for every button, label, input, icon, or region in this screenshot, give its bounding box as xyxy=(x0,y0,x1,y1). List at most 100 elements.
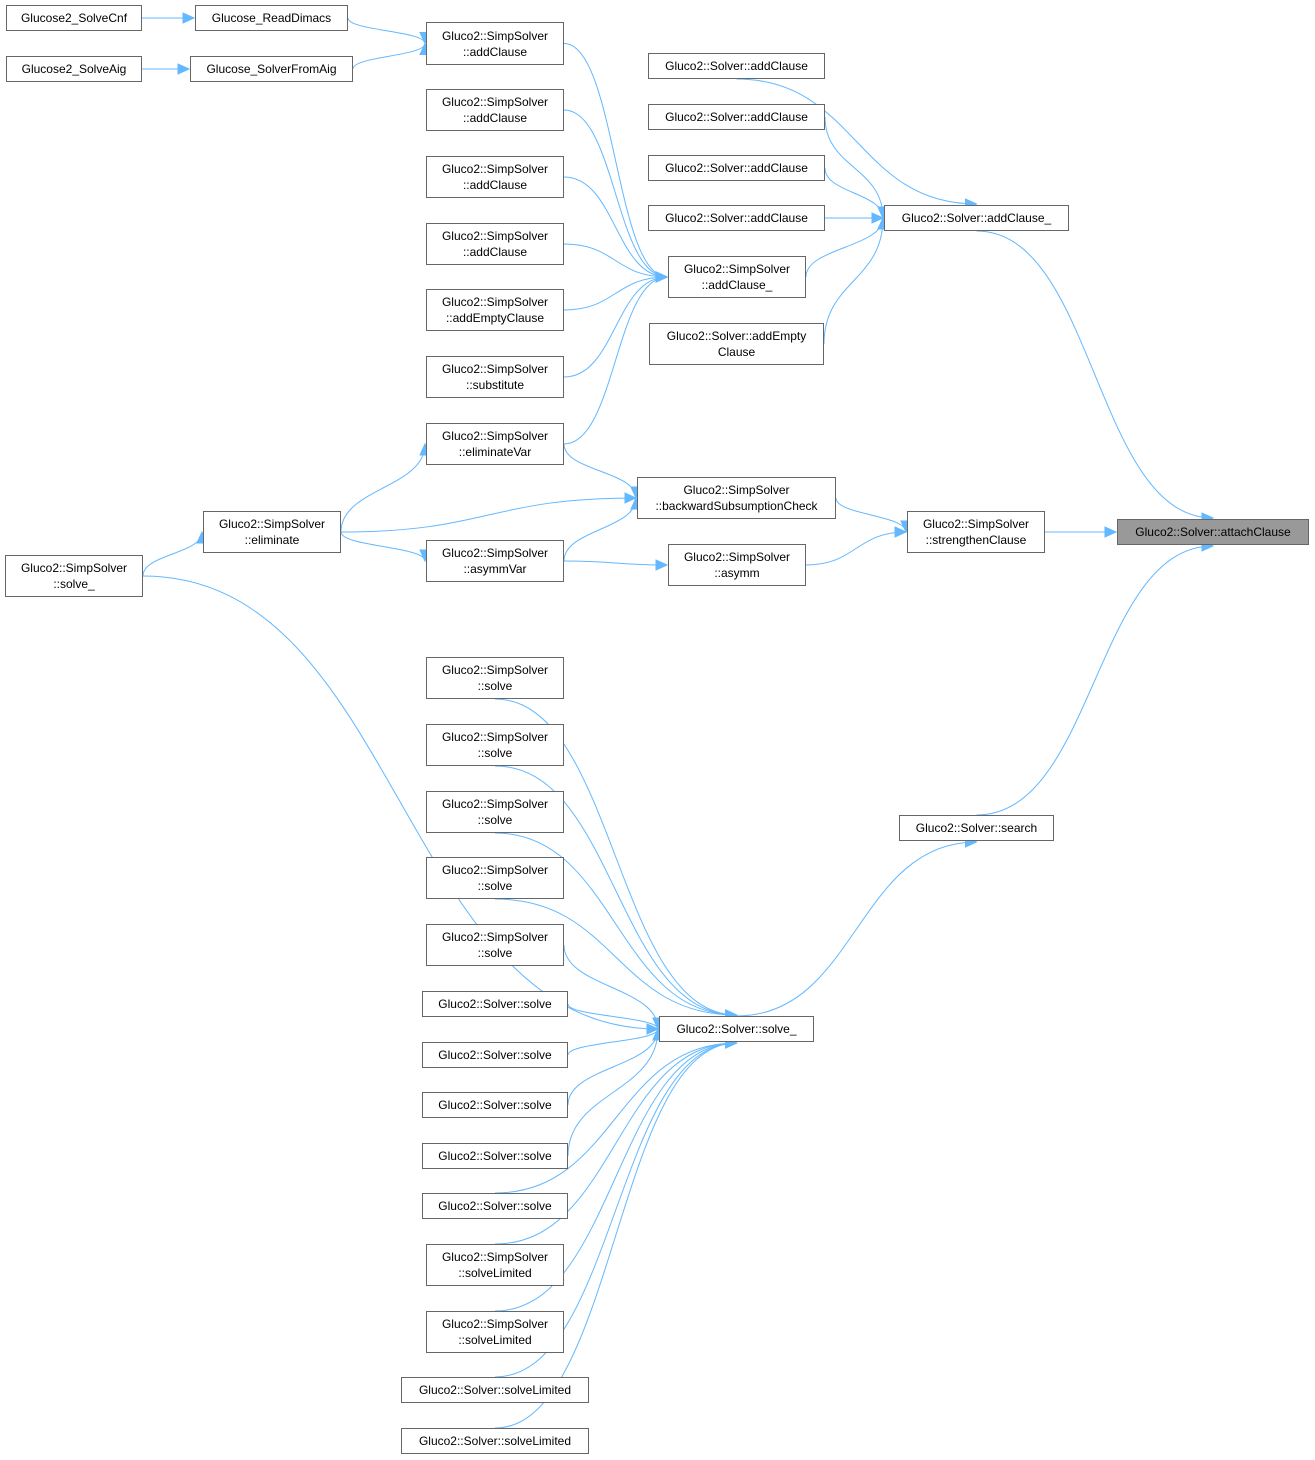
graph-node-gluco2-solver-solve[interactable]: Gluco2::Solver::solve xyxy=(422,1193,568,1219)
node-label: Gluco2::SimpSolver xyxy=(441,362,549,376)
graph-node-gluco2-simpsolver-solvelimited[interactable]: Gluco2::SimpSolver::solveLimited xyxy=(426,1244,564,1286)
node-label: Gluco2::SimpSolver xyxy=(441,429,549,443)
node-label: Gluco2::SimpSolver xyxy=(218,517,326,531)
node-label: Gluco2::Solver::solve xyxy=(438,1048,552,1062)
arrowhead-icon xyxy=(655,559,669,571)
graph-node-gluco2-simpsolver-solve[interactable]: Gluco2::SimpSolver::solve xyxy=(426,924,564,966)
graph-node-gluco2-solver-addclause[interactable]: Gluco2::Solver::addClause xyxy=(648,104,825,130)
graph-node-gluco2-simpsolver-addclause[interactable]: Gluco2::SimpSolver::addClause xyxy=(426,156,564,198)
node-label: Gluco2::Solver::addClause_ xyxy=(901,211,1052,225)
edge-n32-n26 xyxy=(567,1003,659,1030)
node-label: ::asymmVar xyxy=(463,562,527,576)
graph-node-gluco2-simpsolver-addemptyclause[interactable]: Gluco2::SimpSolver::addEmptyClause xyxy=(426,289,564,331)
graph-node-gluco2-simpsolver-solve[interactable]: Gluco2::SimpSolver::solve xyxy=(426,857,564,899)
node-label: Gluco2::Solver::solve xyxy=(438,997,552,1011)
graph-node-gluco2-solver-solve[interactable]: Gluco2::Solver::solve xyxy=(422,1092,568,1118)
node-label: ::solveLimited xyxy=(458,1333,532,1347)
graph-node-gluco2-solver-solve[interactable]: Gluco2::Solver::solve_ xyxy=(659,1016,814,1042)
graph-node-glucose2-solveaig[interactable]: Glucose2_SolveAig xyxy=(6,56,142,82)
edge-n19-n22 xyxy=(824,167,884,219)
node-label: Glucose2_SolveAig xyxy=(21,62,127,76)
arrowhead-icon xyxy=(624,492,638,504)
arrowhead-icon xyxy=(646,1023,660,1035)
graph-node-gluco2-simpsolver-solve[interactable]: Gluco2::SimpSolver::solve xyxy=(426,724,564,766)
graph-node-gluco2-simpsolver-addclause[interactable]: Gluco2::SimpSolver::addClause_ xyxy=(668,256,806,298)
graph-node-gluco2-simpsolver-solvelimited[interactable]: Gluco2::SimpSolver::solveLimited xyxy=(426,1311,564,1353)
graph-node-gluco2-simpsolver-eliminate[interactable]: Gluco2::SimpSolver::eliminate xyxy=(203,511,341,553)
edge-n33-n26 xyxy=(567,1028,659,1056)
node-label: Gluco2::SimpSolver xyxy=(441,1317,549,1331)
node-label: Gluco2::SimpSolver xyxy=(441,863,549,877)
edge-n3-n4 xyxy=(352,43,426,70)
node-label: ::addClause xyxy=(462,178,528,192)
graph-node-gluco2-simpsolver-addclause[interactable]: Gluco2::SimpSolver::addClause xyxy=(426,22,564,65)
graph-node-gluco2-simpsolver-eliminatevar[interactable]: Gluco2::SimpSolver::eliminateVar xyxy=(426,423,564,465)
node-label: Glucose_ReadDimacs xyxy=(211,11,332,25)
edge-n10-n16 xyxy=(563,276,668,445)
edge-n26-n25 xyxy=(736,841,977,1017)
edge-n12-n11 xyxy=(142,531,203,577)
node-label: Glucose2_SolveCnf xyxy=(20,11,128,25)
edge-n11-n13 xyxy=(340,531,426,562)
edge-n39-n26 xyxy=(494,1042,737,1378)
graph-node-gluco2-solver-solvelimited[interactable]: Gluco2::Solver::solveLimited xyxy=(401,1428,589,1454)
graph-node-gluco2-simpsolver-strengthenclause[interactable]: Gluco2::SimpSolver::strengthenClause xyxy=(907,511,1045,553)
graph-node-gluco2-solver-addclause[interactable]: Gluco2::Solver::addClause xyxy=(648,53,825,79)
node-label: Gluco2::Solver::attachClause xyxy=(1135,525,1291,539)
node-label: ::addClause xyxy=(462,111,528,125)
graph-node-gluco2-solver-solve[interactable]: Gluco2::Solver::solve xyxy=(422,1143,568,1169)
graph-node-gluco2-simpsolver-solve[interactable]: Gluco2::SimpSolver::solve xyxy=(426,657,564,699)
node-label: Gluco2::SimpSolver xyxy=(20,561,128,575)
graph-node-gluco2-solver-addclause[interactable]: Gluco2::Solver::addClause xyxy=(648,155,825,181)
node-label: Gluco2::SimpSolver xyxy=(441,28,549,43)
graph-node-glucose2-solvecnf[interactable]: Glucose2_SolveCnf xyxy=(6,5,142,31)
node-label: Gluco2::SimpSolver xyxy=(922,517,1030,531)
graph-node-gluco2-simpsolver-solve[interactable]: Gluco2::SimpSolver::solve xyxy=(426,791,564,833)
graph-node-gluco2-simpsolver-backwardsubsumptioncheck[interactable]: Gluco2::SimpSolver::backwardSubsumptionC… xyxy=(637,477,836,519)
edge-n35-n26 xyxy=(567,1028,659,1157)
graph-node-glucose-readdimacs[interactable]: Glucose_ReadDimacs xyxy=(195,5,348,31)
edge-n10-n14 xyxy=(563,443,637,499)
node-label: ::eliminateVar xyxy=(458,445,532,459)
node-label: ::addClause xyxy=(462,44,528,59)
graph-node-gluco2-simpsolver-addclause[interactable]: Gluco2::SimpSolver::addClause xyxy=(426,89,564,131)
graph-node-glucose-solverfromaig[interactable]: Glucose_SolverFromAig xyxy=(190,56,353,82)
graph-node-gluco2-solver-solvelimited[interactable]: Gluco2::Solver::solveLimited xyxy=(401,1377,589,1403)
node-label: ::strengthenClause xyxy=(925,533,1027,547)
graph-node-gluco2-solver-addclause[interactable]: Gluco2::Solver::addClause xyxy=(648,205,825,231)
graph-node-gluco2-simpsolver-asymmvar[interactable]: Gluco2::SimpSolver::asymmVar xyxy=(426,540,564,582)
node-label: ::addClause_ xyxy=(701,278,773,292)
edge-n11-n14 xyxy=(340,497,637,533)
node-label: Gluco2::Solver::addClause xyxy=(665,110,808,124)
graph-node-gluco2-simpsolver-asymm[interactable]: Gluco2::SimpSolver::asymm xyxy=(668,544,806,586)
edge-n4-n16 xyxy=(563,43,668,278)
graph-node-gluco2-simpsolver-solve[interactable]: Gluco2::SimpSolver::solve_ xyxy=(5,555,143,597)
node-label: Gluco2::SimpSolver xyxy=(441,95,549,109)
node-label: ::solve xyxy=(477,679,513,693)
edge-n17-n22 xyxy=(736,78,977,205)
graph-node-gluco2-solver-search[interactable]: Gluco2::Solver::search xyxy=(899,815,1054,841)
edge-n6-n16 xyxy=(563,176,668,278)
node-label: ::solve xyxy=(477,879,513,893)
node-label: Gluco2::Solver::solveLimited xyxy=(418,1434,572,1448)
graph-node-gluco2-simpsolver-addclause[interactable]: Gluco2::SimpSolver::addClause xyxy=(426,223,564,265)
node-label: Gluco2::SimpSolver xyxy=(441,1250,549,1264)
edge-n38-n26 xyxy=(494,1042,737,1312)
node-label: Gluco2::Solver::solve xyxy=(438,1098,552,1112)
graph-node-gluco2-solver-solve[interactable]: Gluco2::Solver::solve xyxy=(422,991,568,1017)
graph-node-gluco2-solver-solve[interactable]: Gluco2::Solver::solve xyxy=(422,1042,568,1068)
graph-node-gluco2-solver-addclause[interactable]: Gluco2::Solver::addClause_ xyxy=(884,205,1069,231)
node-label: Gluco2::Solver::addClause xyxy=(665,211,808,225)
arrowhead-icon xyxy=(1104,526,1118,538)
edge-n15-n23 xyxy=(805,531,907,566)
graph-node-gluco2-simpsolver-substitute[interactable]: Gluco2::SimpSolver::substitute xyxy=(426,356,564,398)
edge-n7-n16 xyxy=(563,243,668,278)
node-label: Gluco2::Solver::solveLimited xyxy=(418,1383,572,1397)
edge-n18-n22 xyxy=(824,116,884,219)
edge-n1-n4 xyxy=(347,17,426,44)
arrowhead-icon xyxy=(655,271,669,283)
edge-n13-n15 xyxy=(563,560,668,566)
edge-n28-n26 xyxy=(494,765,737,1016)
node-label: ::asymm xyxy=(714,566,760,580)
